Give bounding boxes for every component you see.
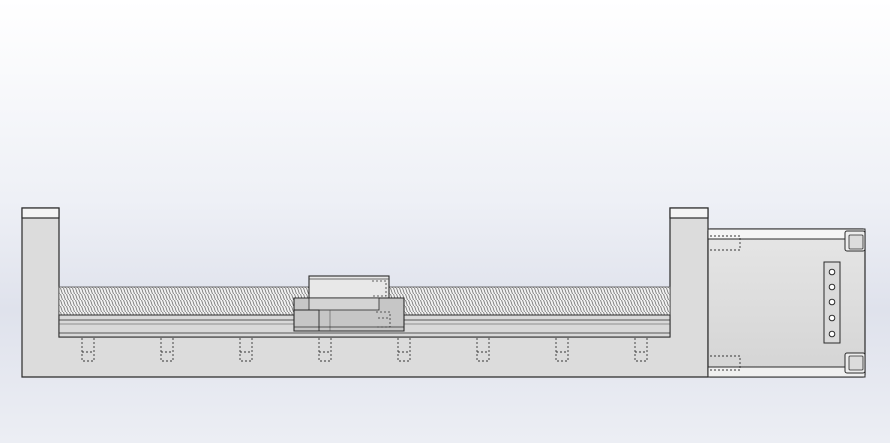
carriage-block[interactable] — [293, 275, 405, 332]
right-end-plate — [669, 207, 709, 219]
left-end-plate — [21, 207, 60, 219]
stepper-motor[interactable] — [707, 228, 866, 378]
hidden-mounting-holes — [81, 338, 648, 362]
motor-connector — [823, 261, 841, 344]
